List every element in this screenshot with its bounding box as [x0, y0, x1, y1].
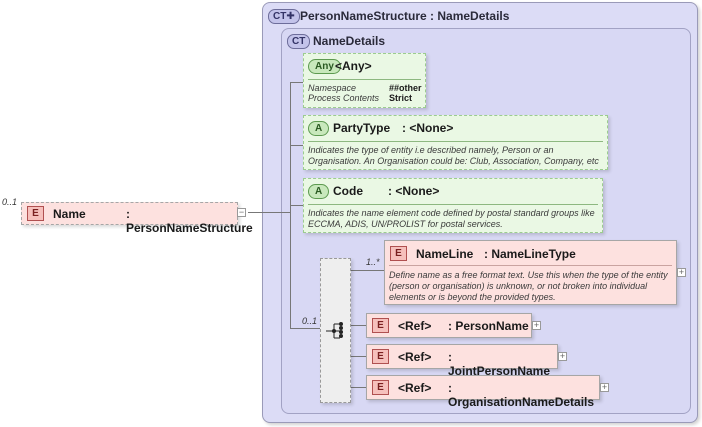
plus-icon: ✚ [286, 11, 295, 22]
attribute-partytype: A PartyType : <None> Indicates the type … [303, 115, 608, 170]
connector-jointpersonname [351, 356, 366, 357]
element-separator [389, 265, 672, 266]
connector-organisationnamedetails [351, 387, 366, 388]
attribute-type: : <None> [402, 121, 454, 135]
element-personname[interactable]: E <Ref> : PersonName [366, 313, 532, 338]
attribute-name: PartyType [333, 121, 391, 135]
attribute-separator [308, 141, 603, 142]
connector-any [290, 82, 303, 83]
expand-toggle-personname[interactable]: + [532, 320, 541, 330]
attribute-badge: A [308, 184, 330, 199]
connector-ct [262, 212, 290, 213]
element-name-label: : PersonName [448, 319, 529, 333]
any-process-label: Process Contents [308, 93, 380, 103]
collapse-toggle-name[interactable]: − [237, 207, 246, 217]
attribute-badge: A [308, 121, 330, 136]
element-name-label: : OrganisationNameDetails [448, 381, 595, 409]
attribute-type: : <None> [388, 184, 440, 198]
inner-type-title: NameDetails [313, 34, 386, 48]
connector-personname [351, 325, 366, 326]
complex-type-badge: CT✚ [268, 9, 300, 24]
element-nameline[interactable]: E NameLine : NameLineType Define name as… [384, 240, 677, 305]
element-name[interactable]: E Name : PersonNameStructure [21, 202, 253, 235]
outer-type-title: PersonNameStructure : NameDetails [300, 9, 510, 23]
any-title: <Any> [335, 59, 372, 73]
element-ref-label: <Ref> [398, 381, 432, 395]
element-doc-line: elements or is beyond the provided types… [389, 292, 556, 302]
any-badge: Any [308, 59, 341, 74]
any-process-value: Strict [389, 93, 413, 103]
element-organisationnamedetails[interactable]: E <Ref> : OrganisationNameDetails [366, 375, 600, 409]
sequence-icon [326, 322, 343, 339]
element-badge: E [372, 318, 389, 333]
element-ref-label: <Ref> [398, 319, 432, 333]
root-cardinality: 0..1 [2, 197, 18, 207]
attribute-doc-line: Indicates the name element code defined … [308, 208, 595, 218]
connector-root [248, 212, 262, 213]
ct-badge-label: CT [273, 11, 287, 22]
attribute-doc-line: Organisation. An Organisation could be: … [308, 156, 599, 166]
any-separator [308, 79, 421, 80]
nameline-cardinality: 1..* [366, 257, 380, 267]
element-doc-line: (person or organisation) is unknown, or … [389, 281, 648, 291]
expand-toggle-jointpersonname[interactable]: + [558, 351, 567, 361]
element-doc-line: Define name as a free format text. Use t… [389, 270, 668, 280]
element-jointpersonname[interactable]: E <Ref> : JointPersonName [366, 344, 558, 378]
element-badge: E [27, 206, 44, 221]
attribute-doc-line: Indicates the type of entity i.e describ… [308, 145, 554, 155]
attribute-code: A Code : <None> Indicates the name eleme… [303, 178, 603, 233]
element-name-label: Name [53, 207, 86, 221]
element-badge: E [372, 349, 389, 364]
element-name-label: NameLine [416, 247, 474, 261]
attribute-name: Code [333, 184, 363, 198]
inner-type-badge: CT [287, 34, 311, 49]
attribute-doc-line: ECCMA, ADIS, UN/PROLIST for postal servi… [308, 219, 503, 229]
attribute-separator [308, 204, 598, 205]
element-type-label: : NameLineType [484, 247, 576, 261]
connector-partytype [290, 145, 303, 146]
any-namespace-label: Namespace [308, 83, 357, 93]
connector-nameline [351, 270, 384, 271]
element-ref-label: <Ref> [398, 350, 432, 364]
sequence-compositor[interactable] [320, 258, 351, 403]
any-namespace-value: ##other [389, 83, 422, 93]
sequence-cardinality: 0..1 [302, 316, 318, 326]
expand-toggle-nameline[interactable]: + [677, 267, 686, 277]
element-name-label: : JointPersonName [448, 350, 551, 378]
expand-toggle-organisationnamedetails[interactable]: + [600, 382, 609, 392]
element-badge: E [390, 246, 407, 261]
connector-code [290, 205, 303, 206]
element-type-label: : PersonNameStructure [126, 207, 253, 235]
any-box: Any <Any> Namespace ##other Process Cont… [303, 53, 426, 108]
element-badge: E [372, 380, 389, 395]
connector-sequence [290, 328, 320, 329]
